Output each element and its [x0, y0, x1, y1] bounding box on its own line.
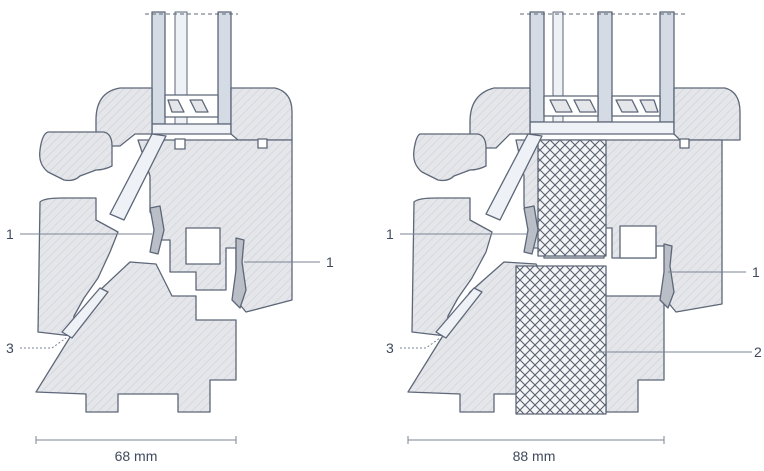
leader-lines [20, 233, 752, 353]
leader-right-drip [400, 337, 441, 349]
left-frame-sill [35, 261, 237, 413]
left-drip-strip [61, 287, 109, 339]
dimension-label-right: 88 mm [512, 448, 556, 464]
left-sash-groove [185, 227, 221, 265]
right-glazing [520, 11, 688, 123]
left-seal-1 [149, 205, 165, 255]
right-sash-groove [619, 225, 657, 259]
right-glass-spacer [529, 95, 675, 135]
left-frame-lower [37, 197, 119, 337]
callout-right-insulation: 2 [754, 344, 762, 360]
callout-right-drip: 3 [386, 340, 394, 356]
right-inclined-strip [485, 133, 543, 221]
callout-right-seal-right: 1 [752, 264, 760, 280]
right-seal-1 [523, 205, 539, 255]
right-frame-lower [411, 197, 493, 337]
left-seal-2 [231, 237, 247, 309]
callout-right-seal-left: 1 [386, 226, 394, 242]
leader-left-drip [20, 337, 67, 349]
left-glazing-bead [230, 87, 293, 141]
left-glass-spacer [151, 94, 232, 135]
left-sash-top [95, 87, 153, 147]
right-glazing-bead [673, 87, 741, 141]
dimension-lines [35, 436, 665, 444]
callout-left-seal-right: 1 [326, 254, 334, 270]
right-frame-outer [413, 133, 487, 182]
right-window-section [407, 11, 741, 415]
callout-left-drip: 3 [6, 340, 14, 356]
callout-left-seal-left: 1 [6, 226, 14, 242]
right-drip-strip [435, 287, 483, 339]
right-insulation-upper [537, 139, 607, 257]
right-insulation-lower [515, 265, 607, 415]
right-sash-top [469, 87, 531, 149]
dimension-label-left: 68 mm [114, 448, 158, 464]
left-window-section [35, 11, 293, 413]
left-frame-outer [39, 131, 113, 182]
left-inclined-strip [109, 133, 167, 221]
right-seal-2 [659, 243, 675, 309]
